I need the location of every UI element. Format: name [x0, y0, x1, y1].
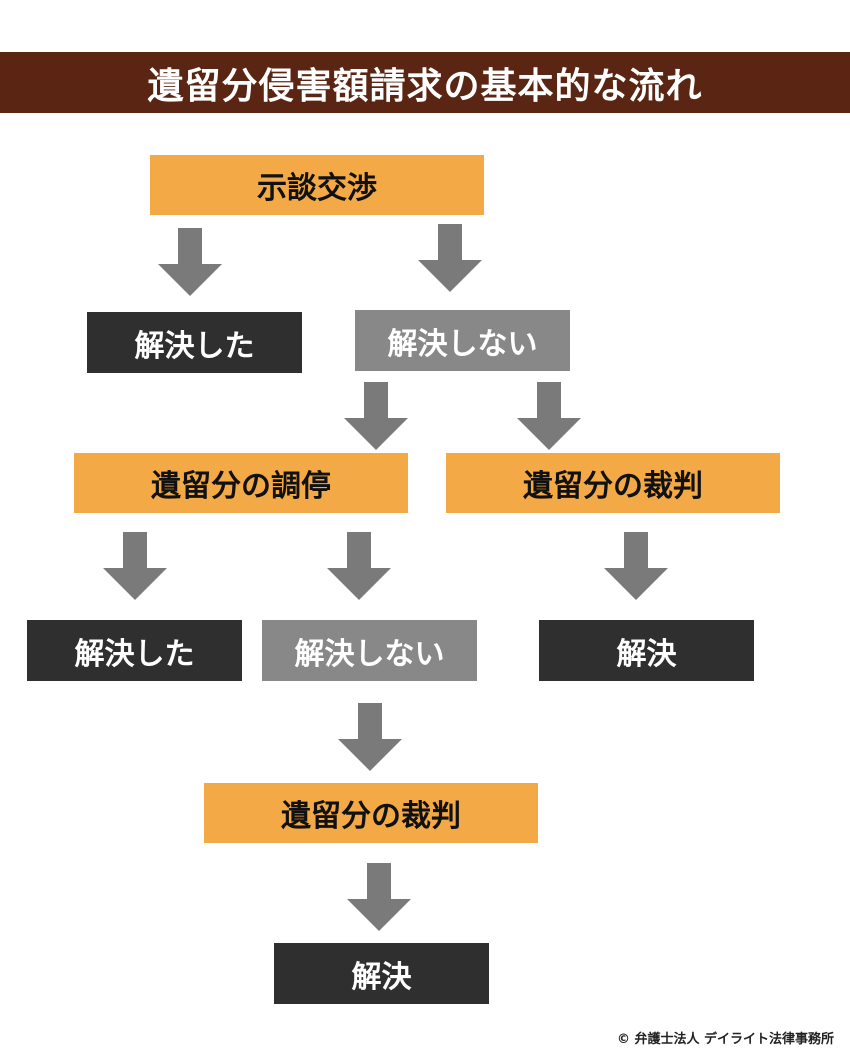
arrow-down-icon [604, 532, 668, 600]
arrow-down-icon [338, 703, 402, 771]
arrow-down-icon [344, 382, 408, 450]
copyright-text: © 弁護士法人 デイライト法律事務所 [616, 1032, 834, 1047]
arrow-down-icon [517, 382, 581, 450]
arrow-down-icon [418, 224, 482, 292]
arrow-down-icon [103, 532, 167, 600]
arrow-down-icon [158, 228, 222, 296]
trial-box: 遺留分の裁判 [446, 453, 780, 513]
mediation-box: 遺留分の調停 [74, 453, 408, 513]
resolution-box: 解決 [539, 620, 754, 681]
resolution-box: 解決 [274, 943, 489, 1004]
resolved-box: 解決した [27, 620, 242, 681]
resolved-box: 解決した [87, 312, 302, 373]
negotiation-box: 示談交渉 [150, 155, 484, 215]
unresolved-box: 解決しない [262, 620, 477, 681]
trial-box: 遺留分の裁判 [204, 783, 538, 843]
arrow-down-icon [347, 863, 411, 931]
page-title: 遺留分侵害額請求の基本的な流れ [0, 52, 850, 113]
arrow-down-icon [327, 532, 391, 600]
unresolved-box: 解決しない [355, 310, 570, 371]
